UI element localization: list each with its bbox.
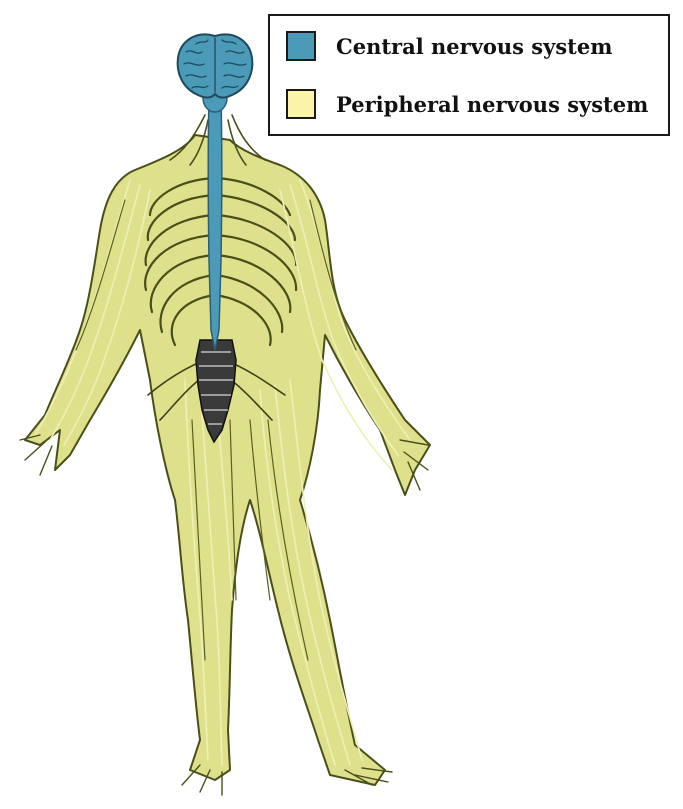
neck-nerves	[169, 114, 266, 166]
legend-item-pns: Peripheral nervous system	[286, 89, 648, 119]
brain-gyri	[183, 37, 247, 93]
cns-swatch	[286, 31, 316, 61]
legend-label-cns: Central nervous system	[336, 33, 613, 59]
legend-label-pns: Peripheral nervous system	[336, 91, 649, 117]
foot-nerves	[181, 764, 393, 796]
legend: Central nervous system Peripheral nervou…	[268, 14, 670, 136]
torso-nerves	[24, 134, 431, 786]
rib-nerves	[144, 176, 298, 347]
limb-nerve-outlines	[75, 199, 357, 661]
central-nervous-system	[176, 33, 254, 351]
hand-nerves	[19, 434, 429, 491]
legend-item-cns: Central nervous system	[286, 31, 612, 61]
peripheral-nervous-system	[19, 114, 431, 796]
body-nerve-mass	[24, 134, 431, 786]
pns-swatch	[286, 89, 316, 119]
spinal-cord	[207, 94, 223, 351]
sacrum	[195, 339, 237, 444]
